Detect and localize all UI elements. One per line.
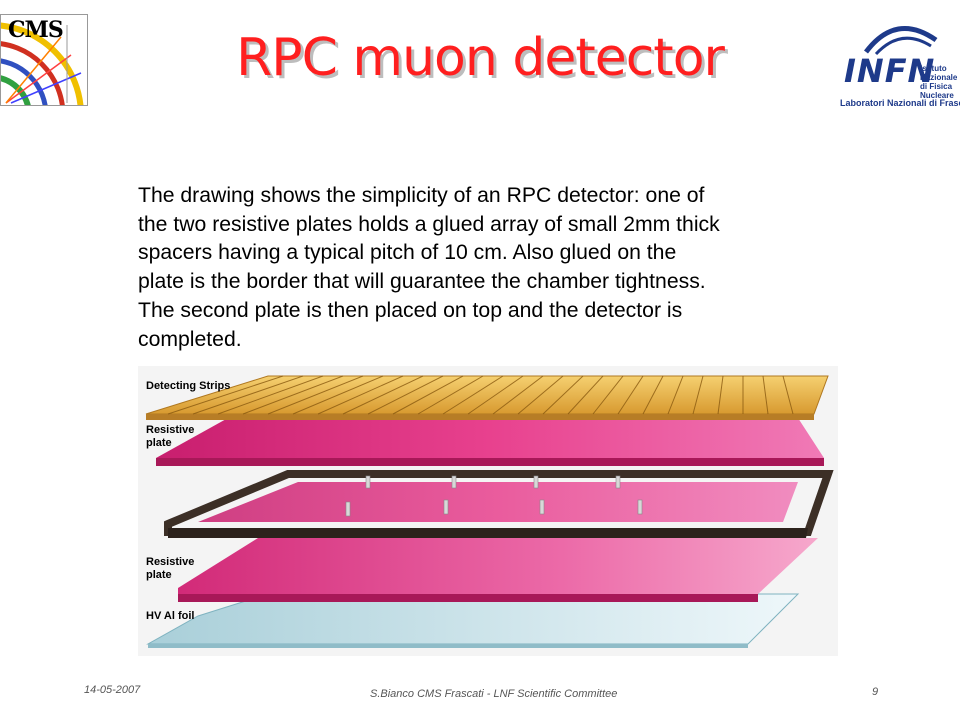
label-resistive-plate-bottom: Resistive plate <box>146 556 194 582</box>
label-resistive-plate-bottom-line1: Resistive <box>146 556 195 568</box>
cms-logo-graphic <box>1 22 84 105</box>
cms-logo: CMS <box>0 14 88 106</box>
description-line: the two resistive plates holds a glued a… <box>138 212 720 236</box>
rpc-diagram-graphic <box>138 366 838 656</box>
description-text: The drawing shows the simplicity of an R… <box>138 182 838 354</box>
page-number: 9 <box>872 686 879 698</box>
footer-author: S.Bianco CMS Frascati - LNF Scientific C… <box>370 688 618 700</box>
description-line: The second plate is then placed on top a… <box>138 298 683 322</box>
label-resistive-plate-top: Resistive plate <box>146 424 194 450</box>
label-resistive-plate-bottom-line2: plate <box>146 569 172 581</box>
infn-logo-subtitle: Istituto Nazionale di Fisica Nucleare <box>920 64 958 100</box>
resistive-plate-bottom <box>178 538 818 602</box>
slide-title: RPC muon detector <box>236 28 725 88</box>
description-line: The drawing shows the simplicity of an R… <box>138 184 705 207</box>
detecting-strips-layer <box>145 375 829 420</box>
infn-logo-text: INFN <box>844 52 936 90</box>
label-detecting-strips: Detecting Strips <box>146 380 231 392</box>
border-frame <box>164 470 834 538</box>
infn-logo: INFN Istituto Nazionale di Fisica Nuclea… <box>836 22 960 112</box>
infn-logo-graphic <box>864 25 938 56</box>
cms-logo-text: CMS <box>8 17 64 43</box>
spacers <box>345 475 643 517</box>
description-line: plate is the border that will guarantee … <box>138 270 706 294</box>
resistive-plate-top <box>156 418 824 466</box>
footer-date: 14-05-2007 <box>84 684 141 696</box>
description-line: completed. <box>138 327 242 351</box>
label-resistive-plate-top-line2: plate <box>146 437 172 449</box>
description-line: spacers having a typical pitch of 10 cm.… <box>138 241 677 265</box>
hv-foil-layer <box>146 593 800 648</box>
infn-logo-lab: Laboratori Nazionali di Frascati <box>840 98 960 108</box>
rpc-exploded-diagram: Detecting Strips Resistive plate Resisti… <box>138 366 838 656</box>
label-resistive-plate-top-line1: Resistive <box>146 424 195 436</box>
label-hv-foil: HV Al foil <box>146 610 195 622</box>
